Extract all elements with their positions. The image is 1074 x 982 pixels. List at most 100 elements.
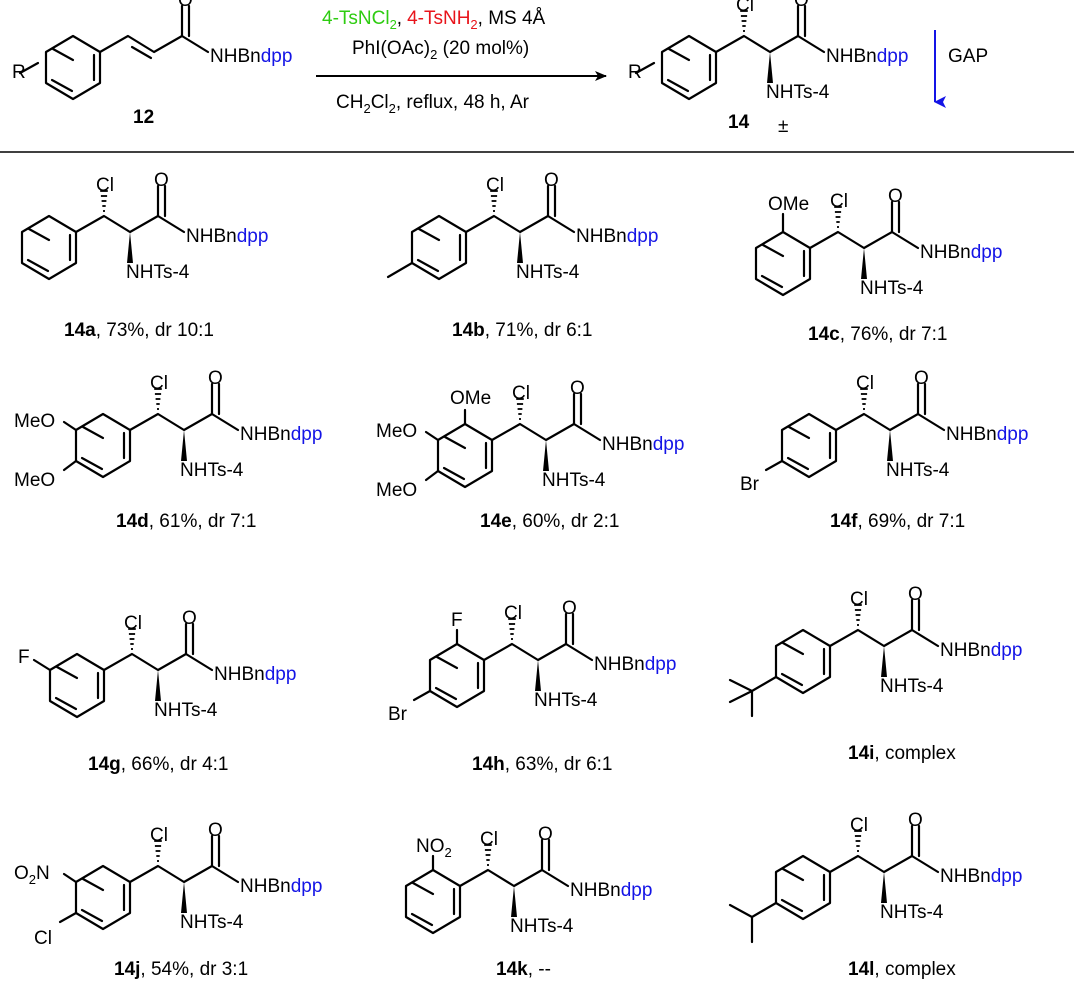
- oxygen-label: O: [570, 378, 585, 399]
- caption-14k: 14k, --: [496, 959, 551, 980]
- cl-label: Cl: [96, 175, 114, 196]
- cl-label: Cl: [850, 815, 868, 836]
- catalyst-line: PhI(OAc)2 (20 mol%): [352, 38, 529, 62]
- product-number: 14: [728, 112, 750, 133]
- substrate-12: R O NHBndpp 12: [12, 0, 292, 128]
- substrate-amide-label: NHBndpp: [210, 46, 292, 67]
- nhts-label: NHTs-4: [886, 460, 950, 481]
- br-label: Br: [388, 704, 408, 725]
- caption-14j: 14j, 54%, dr 3:1: [114, 959, 248, 980]
- amide-label: NHBndpp: [920, 242, 1002, 263]
- compound-14e: OMe MeO MeO Cl O NHBndpp NHTs-4: [376, 378, 684, 501]
- conditions-line: CH2Cl2, reflux, 48 h, Ar: [336, 92, 530, 116]
- caption-14i: 14i, complex: [848, 743, 956, 764]
- oxygen-label: O: [208, 820, 223, 841]
- oxygen-label: O: [544, 170, 559, 191]
- compound-14a: Cl O NHBndpp NHTs-4: [20, 170, 268, 283]
- amide-label: NHBndpp: [940, 866, 1022, 887]
- oxygen-label: O: [908, 584, 923, 605]
- amide-label: NHBndpp: [602, 434, 684, 455]
- amide-label: NHBndpp: [186, 226, 268, 247]
- oxygen-label: O: [154, 170, 169, 191]
- meo-label-lower: MeO: [14, 470, 55, 491]
- cl-label: Cl: [480, 829, 498, 850]
- nhts-label: NHTs-4: [542, 470, 606, 491]
- meo-label-upper: MeO: [376, 421, 417, 442]
- cl-label: Cl: [850, 589, 868, 610]
- compound-14h: F Br Cl O NHBndpp NHTs-4: [388, 598, 676, 725]
- cl-label: Cl: [150, 825, 168, 846]
- gap-label: GAP: [948, 46, 988, 67]
- oxygen-label: O: [908, 810, 923, 831]
- caption-14l: 14l, complex: [848, 959, 956, 980]
- oxygen-label: O: [562, 598, 577, 619]
- f-label: F: [451, 610, 463, 631]
- cl-label: Cl: [856, 373, 874, 394]
- caption-14e: 14e, 60%, dr 2:1: [480, 511, 619, 532]
- cl-label: Cl: [486, 175, 504, 196]
- compound-14k: NO2 Cl O NHBndpp NHTs-4: [404, 824, 652, 937]
- cl-label: Cl: [504, 603, 522, 624]
- compound-14l: Cl O NHBndpp NHTs-4: [728, 810, 1022, 944]
- oxygen-label: O: [208, 368, 223, 389]
- caption-14h: 14h, 63%, dr 6:1: [472, 754, 612, 775]
- product-14: R Cl O NHBndpp NHTs-4 14 ±: [628, 0, 908, 137]
- amide-label: NHBndpp: [214, 664, 296, 685]
- nhts-label: NHTs-4: [534, 690, 598, 711]
- nhts-label: NHTs-4: [510, 916, 574, 937]
- compound-14i: Cl O NHBndpp NHTs-4: [728, 584, 1022, 718]
- cl-label: Cl: [830, 191, 848, 212]
- amide-label: NHBndpp: [240, 876, 322, 897]
- amide-label: NHBndpp: [940, 640, 1022, 661]
- meo-label-upper: MeO: [14, 411, 55, 432]
- compound-14f: Br Cl O NHBndpp NHTs-4: [740, 368, 1028, 495]
- oxygen-label: O: [914, 368, 929, 389]
- nhts-label: NHTs-4: [880, 902, 944, 923]
- product-r-group: R: [628, 62, 642, 83]
- amide-label: NHBndpp: [594, 654, 676, 675]
- product-carbonyl-o: O: [794, 0, 809, 11]
- compound-14j: O2N Cl Cl O NHBndpp NHTs-4: [14, 820, 322, 949]
- amide-label: NHBndpp: [946, 424, 1028, 445]
- oxygen-label: O: [538, 824, 553, 845]
- nhts-label: NHTs-4: [880, 676, 944, 697]
- o2n-label: O2N: [14, 863, 50, 887]
- reaction-header: R O NHBndpp 12 4-TsNCl2,4-TsNH2, MS 4Å P…: [12, 0, 988, 137]
- amide-label: NHBndpp: [570, 880, 652, 901]
- br-label: Br: [740, 474, 760, 495]
- reagents-line: 4-TsNCl2,4-TsNH2, MS 4Å: [322, 8, 546, 32]
- cl-substituent-label: Cl: [34, 928, 52, 949]
- ome-label: OMe: [768, 194, 809, 215]
- no2-label: NO2: [416, 836, 452, 860]
- cl-label: Cl: [124, 613, 142, 634]
- caption-14f: 14f, 69%, dr 7:1: [830, 511, 965, 532]
- caption-14c: 14c, 76%, dr 7:1: [808, 324, 947, 345]
- compound-14g: F Cl O NHBndpp NHTs-4: [18, 608, 296, 721]
- product-nhts: NHTs-4: [766, 82, 830, 103]
- caption-14d: 14d, 61%, dr 7:1: [116, 511, 256, 532]
- nhts-label: NHTs-4: [180, 460, 244, 481]
- amide-label: NHBndpp: [576, 226, 658, 247]
- nhts-label: NHTs-4: [516, 262, 580, 283]
- meo-label-lower: MeO: [376, 480, 417, 501]
- substrate-number: 12: [133, 107, 154, 128]
- cl-label: Cl: [512, 383, 530, 404]
- amide-label: NHBndpp: [240, 424, 322, 445]
- r-group-label: R: [12, 62, 26, 83]
- racemic-mark: ±: [778, 116, 788, 137]
- caption-14a: 14a, 73%, dr 10:1: [64, 320, 214, 341]
- nhts-label: NHTs-4: [180, 912, 244, 933]
- f-label: F: [18, 647, 30, 668]
- nhts-label: NHTs-4: [126, 262, 190, 283]
- compound-14c: OMe Cl O NHBndpp NHTs-4: [754, 186, 1002, 299]
- nhts-label: NHTs-4: [154, 700, 218, 721]
- caption-14b: 14b, 71%, dr 6:1: [452, 320, 592, 341]
- cl-label: Cl: [150, 373, 168, 394]
- ome-label: OMe: [450, 388, 491, 409]
- oxygen-label: O: [182, 608, 197, 629]
- product-cl: Cl: [736, 0, 754, 16]
- compound-14d: MeO MeO Cl O NHBndpp NHTs-4: [14, 368, 322, 491]
- nhts-label: NHTs-4: [860, 278, 924, 299]
- product-amide-label: NHBndpp: [826, 46, 908, 67]
